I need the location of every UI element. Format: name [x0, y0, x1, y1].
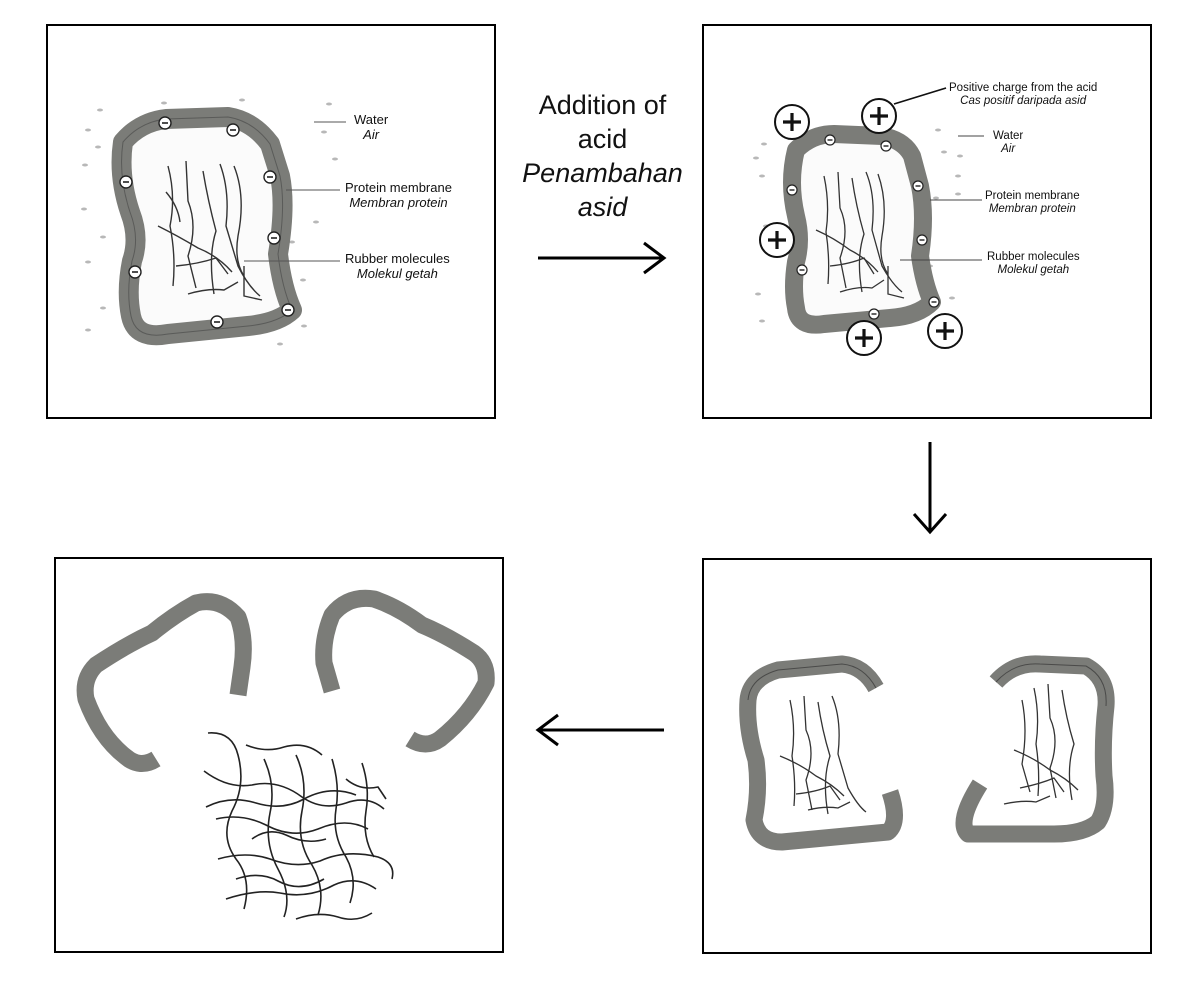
- arrow-left-icon: [535, 713, 664, 747]
- arrow-right-icon: [538, 241, 667, 275]
- membrane-fragment-left: [76, 593, 252, 772]
- panel-rubber-particle: Water Air Protein membrane Membran prote…: [46, 24, 496, 419]
- membrane-fragment-right: [315, 589, 495, 753]
- particle-diagram-1: [81, 98, 346, 346]
- rubber-molecules: [157, 160, 263, 301]
- arrow-down-icon: [912, 442, 948, 535]
- particle-diagram-3: [739, 655, 1115, 851]
- panel-membrane-breaking: [702, 558, 1152, 954]
- step-label-addition-of-acid: Addition of acid Penambahan asid: [522, 90, 683, 222]
- coagulated-rubber-molecules: [203, 732, 394, 921]
- coagulation-diagram: [76, 589, 495, 921]
- water-label: Water Air: [354, 112, 389, 142]
- protein-membrane: [783, 125, 941, 334]
- rubber-molecules-right: [1003, 683, 1079, 805]
- panel-acid-added: Positive charge from the acid Cas positi…: [702, 24, 1152, 419]
- protein-membrane-label: Protein membrane Membran protein: [345, 180, 452, 210]
- water-label: Water Air: [993, 130, 1024, 155]
- panel-coagulation: [54, 557, 504, 953]
- rubber-molecules: [815, 171, 905, 299]
- leader-lines: [244, 121, 346, 262]
- rubber-molecules-left: [779, 695, 867, 815]
- rubber-molecules-label: Rubber molecules Molekul getah: [987, 251, 1080, 276]
- broken-membrane-right: [955, 655, 1115, 843]
- positive-charge-label: Positive charge from the acid Cas positi…: [949, 82, 1098, 107]
- broken-membrane-left: [739, 655, 903, 851]
- protein-membrane-label: Protein membrane Membran protein: [985, 190, 1080, 215]
- protein-membrane: [111, 107, 302, 346]
- particle-diagram-2: [753, 87, 984, 356]
- rubber-molecules-label: Rubber molecules Molekul getah: [345, 251, 450, 281]
